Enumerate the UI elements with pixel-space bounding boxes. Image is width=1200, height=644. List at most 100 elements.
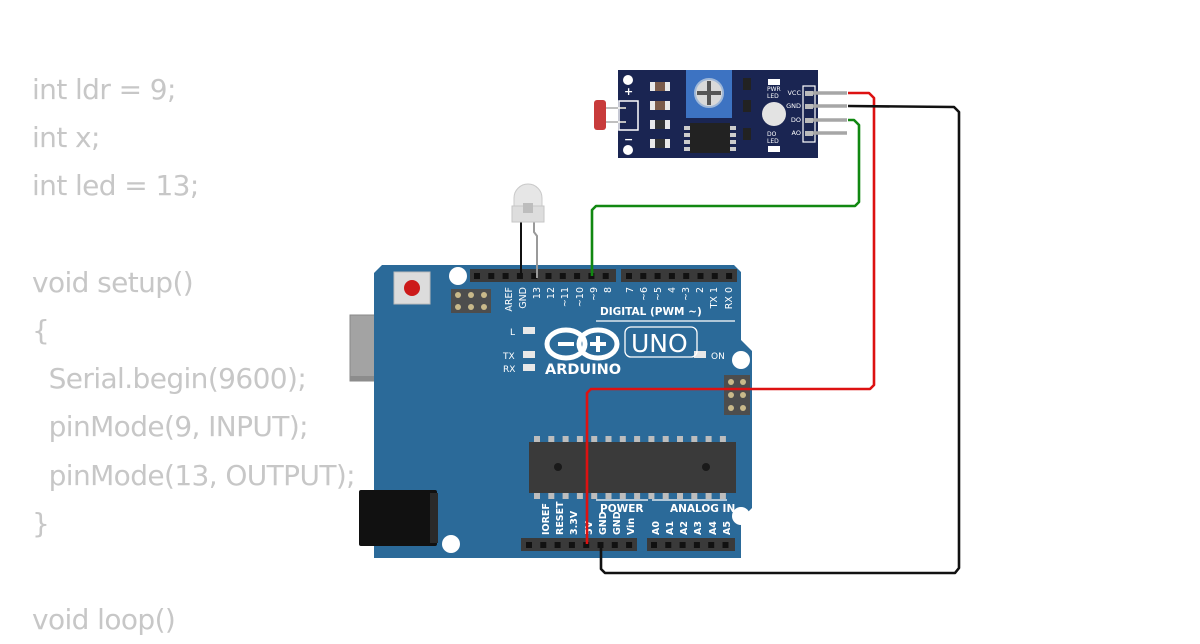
header-socket[interactable] <box>654 273 661 279</box>
pin-label: ~3 <box>681 287 692 301</box>
chip-leg <box>591 492 598 499</box>
header-socket[interactable] <box>708 542 715 548</box>
minus-label: − <box>624 133 633 146</box>
pin-label: AREF <box>504 287 515 312</box>
code-line: int led = 13; <box>32 169 199 203</box>
pin-label: ~10 <box>575 287 586 307</box>
led-rx-label: RX <box>503 365 515 375</box>
smd-resistors <box>650 82 670 148</box>
pin-label: 12 <box>546 287 557 299</box>
header-socket[interactable] <box>474 273 480 279</box>
reset-button-cap[interactable] <box>404 280 420 296</box>
sensor-pins <box>805 91 847 136</box>
sensor-pin-label: AO <box>792 129 801 137</box>
wire-red-5v[interactable] <box>585 91 876 544</box>
pin-label: 3.3V <box>569 510 580 535</box>
header-socket[interactable] <box>488 273 495 279</box>
header-socket[interactable] <box>554 542 561 548</box>
icsp-header-usb <box>451 289 491 313</box>
do-led <box>768 146 780 152</box>
smd-capacitor <box>743 78 751 90</box>
led-l <box>523 327 535 334</box>
pin-label: 5V <box>584 520 595 535</box>
wire-black-gnd[interactable] <box>599 104 961 575</box>
led-lens <box>513 183 543 207</box>
header-socket[interactable] <box>651 542 657 548</box>
pin-label: 4 <box>667 287 678 293</box>
digital-header <box>470 269 737 282</box>
header-socket[interactable] <box>568 542 575 548</box>
header-socket[interactable] <box>583 542 590 548</box>
header-socket[interactable] <box>626 273 632 279</box>
chip-leg <box>562 492 569 499</box>
power-jack-edge <box>430 493 438 543</box>
led-on-label: ON <box>711 352 725 362</box>
pin-label: 13 <box>532 287 543 299</box>
header-socket[interactable] <box>559 273 566 279</box>
pin-label: TX 1 <box>709 287 720 309</box>
header-socket[interactable] <box>602 273 609 279</box>
pin-label: RX 0 <box>724 287 735 309</box>
ldr-sensor-module[interactable]: + − PWR LED DO LED <box>594 70 847 158</box>
header-socket[interactable] <box>722 542 729 548</box>
header-socket[interactable] <box>611 542 618 548</box>
mounting-hole <box>732 507 750 525</box>
mounting-hole <box>732 351 750 369</box>
chip-leg <box>648 436 655 443</box>
pin-label: GND <box>598 511 609 535</box>
plus-label: + <box>624 85 633 98</box>
header-socket[interactable] <box>668 273 675 279</box>
header-socket[interactable] <box>693 542 700 548</box>
code-line: int x; <box>32 121 100 155</box>
do-led-label: LED <box>767 138 779 145</box>
code-line: pinMode(9, INPUT); <box>32 410 309 444</box>
header-socket[interactable] <box>540 542 547 548</box>
chip-leg <box>562 436 569 443</box>
pin-label: A4 <box>708 521 719 535</box>
pin-label: GND <box>612 511 623 535</box>
mounting-hole <box>623 75 633 85</box>
led-on <box>694 351 706 358</box>
header-socket[interactable] <box>626 542 633 548</box>
ldr-photoresistor <box>594 100 606 130</box>
header-socket[interactable] <box>679 542 686 548</box>
header-socket[interactable] <box>502 273 509 279</box>
pin-label: RESET <box>555 501 566 535</box>
wire-green-d9[interactable] <box>590 118 861 276</box>
chip-leg <box>691 436 698 443</box>
header-socket[interactable] <box>665 542 672 548</box>
chip-leg <box>534 436 540 443</box>
header-socket[interactable] <box>711 273 718 279</box>
chip-leg <box>605 492 612 499</box>
chip-leg <box>691 492 698 499</box>
mounting-hole <box>449 267 467 285</box>
sensor-pin-label: GND <box>786 102 801 110</box>
chip-leg <box>662 436 669 443</box>
header-socket[interactable] <box>545 273 552 279</box>
smd-capacitor <box>743 128 751 140</box>
header-socket[interactable] <box>574 273 581 279</box>
header-socket[interactable] <box>726 273 733 279</box>
header-socket[interactable] <box>683 273 690 279</box>
ldr-socket <box>618 100 639 131</box>
wires <box>585 91 961 575</box>
chip-leg <box>619 492 626 499</box>
mounting-hole <box>442 535 460 553</box>
chip-leg <box>605 436 612 443</box>
header-socket[interactable] <box>697 273 704 279</box>
potentiometer-icon[interactable] <box>686 70 732 118</box>
header-socket[interactable] <box>516 273 523 279</box>
header-socket[interactable] <box>531 273 538 279</box>
header-socket[interactable] <box>526 542 532 548</box>
chip-leg <box>548 492 555 499</box>
pin-label: Vin <box>626 518 637 535</box>
pin-label: 8 <box>603 287 614 293</box>
sensor-led-dome <box>762 102 786 126</box>
pin-label: ~9 <box>589 287 600 301</box>
header-socket[interactable] <box>640 273 647 279</box>
uno-badge <box>624 326 698 358</box>
led-component[interactable] <box>511 183 545 278</box>
